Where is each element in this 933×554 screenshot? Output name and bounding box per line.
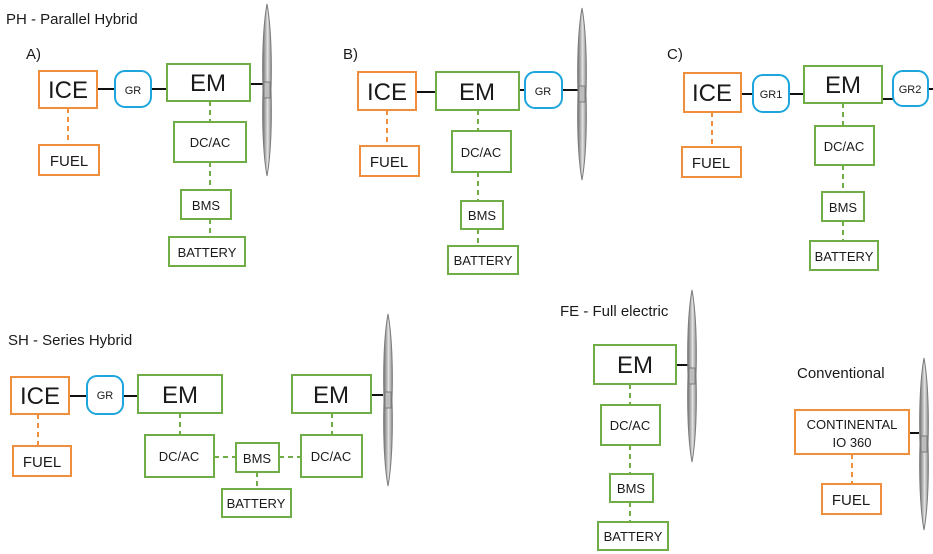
- bms-box: [460, 200, 504, 230]
- dcac-2-label: DC/AC: [311, 449, 351, 464]
- bms-box: [821, 191, 865, 222]
- config-tag-b: B): [343, 46, 358, 63]
- bms-label: BMS: [829, 200, 858, 215]
- gearbox-box: [524, 71, 563, 109]
- battery-label: BATTERY: [227, 496, 286, 511]
- em-label: EM: [825, 72, 861, 99]
- bms-box: [235, 442, 280, 473]
- gearbox-2-box: [892, 70, 929, 107]
- battery-label: BATTERY: [815, 249, 874, 264]
- battery-label: BATTERY: [178, 245, 237, 260]
- gearbox-label: GR: [125, 85, 142, 97]
- section-title-full-electric: FE - Full electric: [560, 303, 669, 320]
- bms-label: BMS: [192, 198, 221, 213]
- config-tag-c: C): [667, 46, 683, 63]
- gearbox-1-label: GR1: [760, 89, 783, 101]
- gearbox-label: GR: [97, 390, 114, 402]
- dcac-box: [173, 121, 247, 163]
- ice-box: [683, 72, 742, 113]
- fuel-label: FUEL: [23, 454, 61, 471]
- engine-label-line-1: CONTINENTAL: [807, 417, 898, 432]
- bms-label: BMS: [468, 208, 497, 223]
- battery-label: BATTERY: [454, 253, 513, 268]
- ice-label: ICE: [692, 80, 732, 107]
- fuel-label: FUEL: [370, 154, 408, 171]
- bms-box: [180, 189, 232, 220]
- config-full-electric: EM DC/AC BMS BATTERY: [593, 289, 697, 551]
- gearbox-label: GR: [535, 86, 552, 98]
- config-ph-c: C) ICE GR1 EM GR2 FUEL DC/AC BMS BATTERY: [667, 46, 933, 271]
- engine-box: [794, 409, 910, 455]
- propeller-icon: [383, 313, 393, 487]
- fuel-box: [821, 483, 882, 515]
- propeller-icon: [262, 3, 272, 177]
- battery-box: [597, 521, 669, 551]
- section-title-conventional: Conventional: [797, 365, 885, 382]
- dcac-label: DC/AC: [610, 418, 650, 433]
- dcac-box: [600, 404, 661, 446]
- dcac-box: [814, 125, 875, 166]
- em-box: [435, 71, 520, 111]
- fuel-label: FUEL: [692, 155, 730, 172]
- em-2-label: EM: [313, 382, 349, 409]
- dcac-1-label: DC/AC: [159, 449, 199, 464]
- dcac-label: DC/AC: [824, 139, 864, 154]
- gearbox-box: [86, 375, 124, 415]
- propeller-icon: [919, 357, 929, 531]
- ice-box: [38, 70, 98, 109]
- ice-box: [10, 376, 70, 415]
- em-1-label: EM: [162, 382, 198, 409]
- dcac-box: [451, 130, 512, 173]
- battery-box: [809, 240, 879, 271]
- fuel-box: [681, 146, 742, 178]
- battery-box: [447, 245, 519, 275]
- em-label: EM: [459, 79, 495, 106]
- ice-label: ICE: [20, 383, 60, 410]
- ice-label: ICE: [367, 79, 407, 106]
- dcac-1-box: [144, 434, 215, 478]
- dcac-label: DC/AC: [461, 145, 501, 160]
- em-label: EM: [617, 352, 653, 379]
- bms-label: BMS: [617, 481, 646, 496]
- config-tag-a: A): [26, 46, 41, 63]
- ice-box: [357, 71, 417, 111]
- section-title-series-hybrid: SH - Series Hybrid: [8, 332, 132, 349]
- gearbox-box: [114, 70, 152, 108]
- bms-label: BMS: [243, 451, 272, 466]
- battery-box: [168, 236, 246, 267]
- battery-box: [221, 488, 292, 518]
- em-1-box: [137, 374, 223, 414]
- section-title-parallel-hybrid: PH - Parallel Hybrid: [6, 11, 138, 28]
- engine-label-line-2: IO 360: [832, 435, 871, 450]
- fuel-box: [359, 145, 420, 177]
- fuel-box: [12, 445, 72, 477]
- fuel-box: [38, 144, 100, 176]
- gearbox-1-box: [752, 74, 790, 113]
- bms-box: [609, 473, 654, 503]
- ice-label: ICE: [48, 77, 88, 104]
- em-label: EM: [190, 70, 226, 97]
- dcac-2-box: [300, 434, 363, 478]
- em-box: [803, 65, 883, 104]
- propeller-icon: [687, 289, 697, 463]
- em-box: [166, 63, 251, 102]
- config-ph-a: A) ICE GR EM FUEL DC/AC BMS BATTERY: [26, 3, 272, 267]
- fuel-label: FUEL: [50, 153, 88, 170]
- gearbox-2-label: GR2: [899, 84, 922, 96]
- config-ph-b: B) ICE EM GR FUEL DC/AC BMS BATTERY: [343, 7, 587, 275]
- config-series-hybrid: ICE GR EM EM FUEL DC/AC BMS DC/AC BATTER…: [10, 313, 393, 518]
- dcac-label: DC/AC: [190, 135, 230, 150]
- fuel-label: FUEL: [832, 492, 870, 509]
- em-2-box: [291, 374, 372, 414]
- battery-label: BATTERY: [604, 529, 663, 544]
- em-box: [593, 344, 677, 385]
- config-conventional: CONTINENTAL IO 360 FUEL: [794, 357, 929, 531]
- propeller-icon: [577, 7, 587, 181]
